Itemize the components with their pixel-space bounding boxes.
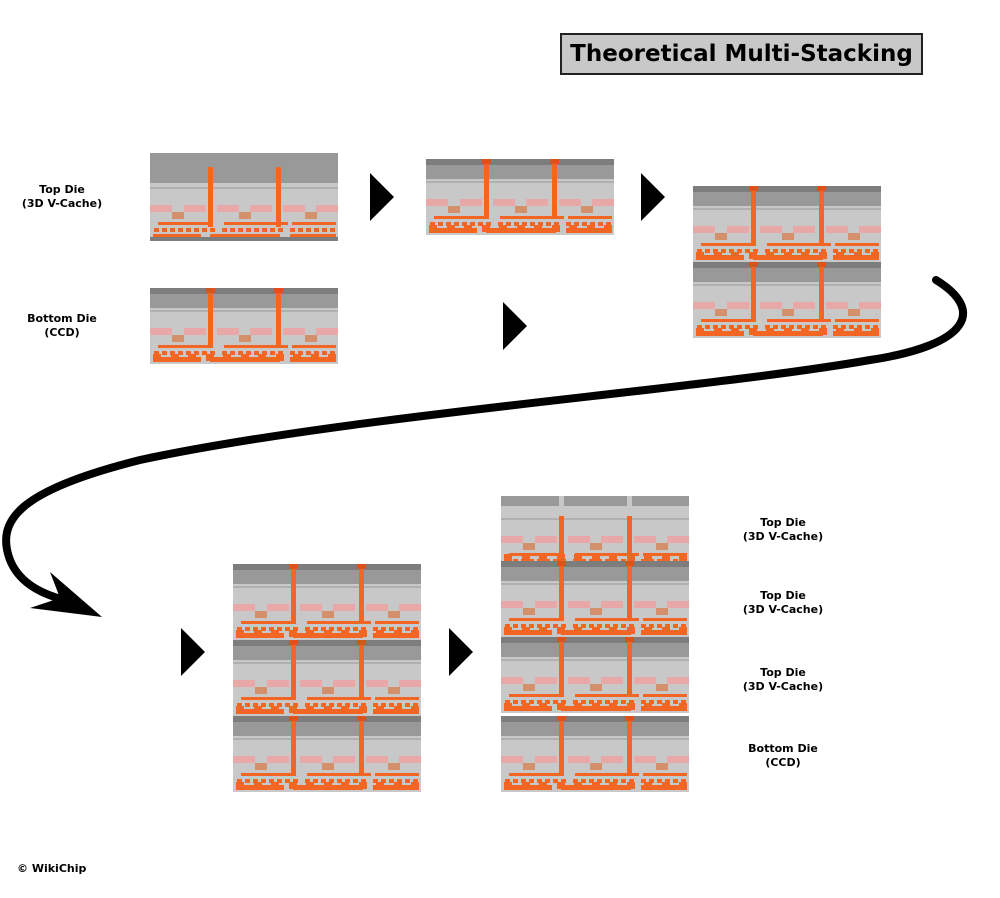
- label-line2: (3D V-Cache): [742, 530, 824, 543]
- curved-arrow-head: [30, 572, 102, 617]
- label-top-die-left: Top Die (3D V-Cache): [12, 183, 112, 211]
- stack-three-high: [233, 564, 421, 792]
- label-line2: (3D V-Cache): [21, 197, 103, 210]
- label-line1: Bottom Die: [748, 742, 818, 755]
- step-arrow-3: [503, 302, 527, 350]
- label-line2: (CCD): [765, 756, 801, 769]
- label-line1: Top Die: [760, 516, 806, 529]
- label-line2: (3D V-Cache): [742, 680, 824, 693]
- top-die-thinned: [426, 159, 614, 235]
- label-line1: Top Die: [760, 589, 806, 602]
- step-arrow-5: [449, 628, 473, 676]
- label-line1: Top Die: [760, 666, 806, 679]
- step-arrow-1: [370, 173, 394, 221]
- step-arrow-2: [641, 173, 665, 221]
- diagram-title: Theoretical Multi-Stacking: [560, 33, 923, 75]
- label-line1: Top Die: [39, 183, 85, 196]
- label-right-bottom-die: Bottom Die (CCD): [733, 742, 833, 770]
- label-line2: (CCD): [44, 326, 80, 339]
- label-line1: Bottom Die: [27, 312, 97, 325]
- label-right-top-die-1: Top Die (3D V-Cache): [733, 516, 833, 544]
- label-right-top-die-3: Top Die (3D V-Cache): [733, 666, 833, 694]
- copyright-notice: © WikiChip: [17, 862, 87, 875]
- stack-four-high: [501, 496, 689, 792]
- bottom-die-initial: [150, 288, 338, 364]
- curved-connector-arrow: [2, 276, 967, 604]
- step-arrow-4: [181, 628, 205, 676]
- label-line2: (3D V-Cache): [742, 603, 824, 616]
- label-right-top-die-2: Top Die (3D V-Cache): [733, 589, 833, 617]
- stack-two-high: [693, 186, 881, 338]
- label-bottom-die-left: Bottom Die (CCD): [12, 312, 112, 340]
- top-die-initial: [150, 153, 338, 241]
